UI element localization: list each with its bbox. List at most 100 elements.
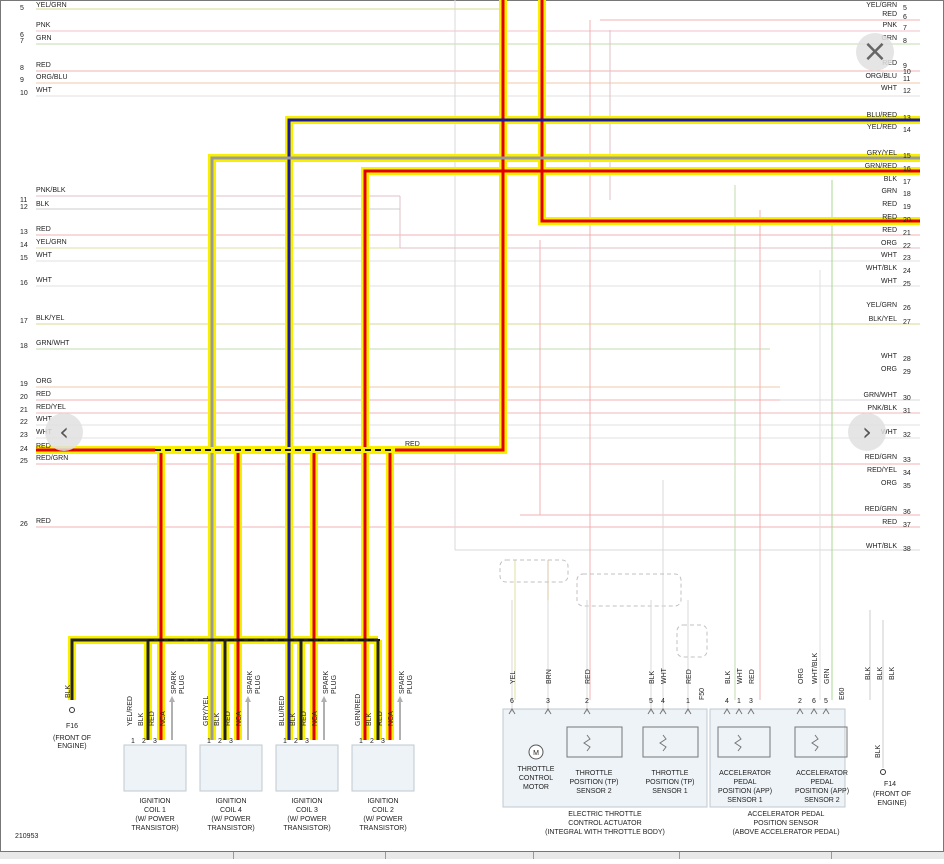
pin-arrow-icon: [810, 708, 818, 715]
app-sensor-caption: PEDAL: [811, 779, 834, 786]
coil-wire-label: BLU/RED: [279, 696, 286, 726]
throttle-pin: 3: [546, 698, 550, 705]
right-wire-label: YEL/RED: [867, 124, 897, 131]
pin-arrow-icon: [508, 708, 516, 715]
coil-pin: 3: [381, 738, 385, 745]
right-blk-wire-3: BLK: [889, 666, 896, 680]
tp-sensor-caption: THROTTLE: [576, 770, 613, 777]
next-button[interactable]: ›: [848, 413, 886, 451]
tp-sensor-caption: POSITION (TP): [570, 779, 619, 786]
resistor-icon: [583, 734, 591, 752]
right-wire-labels: 5YEL/GRN6RED7PNK8GRN9RED1011ORG/BLU12WHT…: [864, 2, 911, 553]
left-row-number: 5: [20, 5, 24, 12]
coil-pin: 2: [294, 738, 298, 745]
accel-wire-label: WHT/BLK: [812, 653, 819, 684]
chevron-left-icon: ‹: [59, 418, 69, 446]
chevron-right-icon: ›: [862, 418, 872, 446]
spark-plug-label: PLUG: [255, 675, 262, 694]
coil-pin: 2: [142, 738, 146, 745]
right-row-number: 31: [903, 408, 911, 415]
highlighted-wires: [36, 0, 920, 740]
ground-f16-id: F16: [66, 723, 78, 730]
left-wire-label: ORG/BLU: [36, 74, 68, 81]
resistor-icon: [659, 734, 667, 752]
throttle-pin: 5: [649, 698, 653, 705]
coil-caption: (W/ POWER: [287, 816, 326, 823]
left-wire-label: RED: [36, 443, 51, 450]
ground-f16-wire: BLK: [65, 684, 72, 698]
right-row-number: 38: [903, 546, 911, 553]
coil-pin: 3: [153, 738, 157, 745]
pin-arrow-icon: [659, 708, 667, 715]
close-button[interactable]: ×: [856, 33, 894, 71]
accel-wire-label: BLK: [725, 670, 732, 684]
coil-wire-label: YEL/RED: [127, 696, 134, 726]
coil-wire-label: NCA: [160, 711, 167, 726]
ground-f14-id: F14: [884, 781, 896, 788]
coil-caption: TRANSISTOR): [359, 825, 406, 832]
left-wire-label: WHT: [36, 87, 53, 94]
right-row-number: 28: [903, 356, 911, 363]
coil-pin: 1: [207, 738, 211, 745]
connector-shell: [499, 559, 569, 583]
spark-plug-label: SPARK: [171, 670, 178, 694]
right-wire-label: BLK/YEL: [869, 316, 898, 323]
right-wire-label: WHT: [881, 85, 898, 92]
right-wire-label: WHT/BLK: [866, 543, 897, 550]
right-row-number: 36: [903, 509, 911, 516]
app-sensor-caption: PEDAL: [734, 779, 757, 786]
coil-body: [351, 744, 415, 792]
connector-shell: [676, 624, 708, 658]
bottom-scrollbar[interactable]: [0, 852, 944, 859]
throttle-title: CONTROL ACTUATOR: [568, 820, 641, 827]
tp-sensor-caption: SENSOR 1: [652, 788, 688, 795]
left-wire-label: PNK/BLK: [36, 187, 66, 194]
accel-wire-label: ORG: [798, 668, 805, 684]
left-row-number: 7: [20, 38, 24, 45]
coil-caption: (W/ POWER: [211, 816, 250, 823]
left-row-number: 23: [20, 432, 28, 439]
left-wire-label: WHT: [36, 277, 53, 284]
coil-caption: IGNITION: [215, 798, 246, 805]
coil-pin: 2: [370, 738, 374, 745]
right-wire-label: ORG/BLU: [865, 73, 897, 80]
pin-arrow-icon: [684, 708, 692, 715]
left-wire-label: RED/YEL: [36, 404, 66, 411]
resistor-icon: [734, 734, 742, 752]
accel-title: POSITION SENSOR: [754, 820, 819, 827]
sensor-element-app2: [794, 726, 848, 758]
coil-caption: COIL 4: [220, 807, 242, 814]
right-wire-label: YEL/GRN: [866, 2, 897, 9]
ground-f14: BLK F14 (FRONT OF ENGINE) BLK BLK BLK: [865, 620, 911, 807]
left-row-number: 10: [20, 90, 28, 97]
left-row-number: 12: [20, 204, 28, 211]
right-row-number: 27: [903, 319, 911, 326]
pin-arrow-icon: [723, 708, 731, 715]
coil-wire-label: BLK: [138, 712, 145, 726]
spark-plug-arrow-icon: [397, 696, 403, 702]
left-row-number: 25: [20, 458, 28, 465]
right-row-number: 15: [903, 153, 911, 160]
motor-caption: MOTOR: [523, 784, 549, 791]
coil-caption: IGNITION: [367, 798, 398, 805]
coil-caption: (W/ POWER: [363, 816, 402, 823]
ground-f16-terminal: [69, 707, 75, 713]
throttle-wire-label: RED: [585, 669, 592, 684]
throttle-wire-label: RED: [686, 669, 693, 684]
left-wire-label: RED: [36, 62, 51, 69]
pin-arrow-icon: [822, 708, 830, 715]
left-wire-label: RED: [36, 518, 51, 525]
previous-button[interactable]: ‹: [45, 413, 83, 451]
right-blk-wire-2: BLK: [877, 666, 884, 680]
coil-wire-label: RED: [301, 711, 308, 726]
ground-f14-loc1: (FRONT OF: [873, 791, 911, 798]
accel-wire-label: RED: [749, 669, 756, 684]
spark-plug-label: SPARK: [399, 670, 406, 694]
ground-f14-terminal: [880, 769, 886, 775]
right-row-number: 26: [903, 305, 911, 312]
coil-pin: 1: [359, 738, 363, 745]
coil-caption: IGNITION: [291, 798, 322, 805]
accel-pin: 1: [737, 698, 741, 705]
